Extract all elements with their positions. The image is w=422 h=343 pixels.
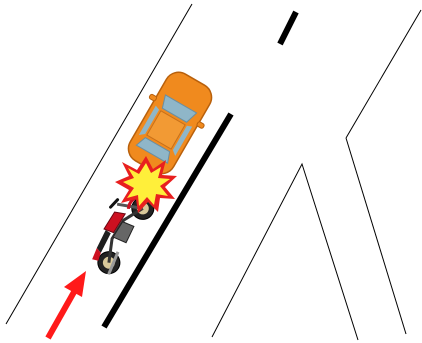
motorcycle-tank bbox=[103, 211, 127, 234]
left-road-edge bbox=[5, 3, 193, 325]
car-window-left bbox=[138, 105, 160, 136]
motorcycle-exhaust bbox=[107, 251, 120, 275]
arrow-shaft bbox=[45, 290, 77, 340]
motorcycle-engine bbox=[112, 221, 135, 244]
car-mirror-left bbox=[148, 93, 157, 102]
car-windshield-front bbox=[161, 94, 198, 123]
car-roof bbox=[146, 110, 186, 150]
car-window-rear bbox=[135, 137, 171, 164]
motorcycle-tail bbox=[92, 248, 101, 261]
arrow-head bbox=[64, 271, 86, 297]
car-window-right bbox=[172, 125, 193, 157]
broken-center-line-segment bbox=[277, 10, 299, 46]
collision-burst-icon bbox=[115, 156, 177, 213]
road-edge-lines bbox=[5, 3, 422, 335]
burst-inner bbox=[123, 163, 170, 206]
car-mirror-right bbox=[196, 121, 205, 129]
motorcycle-seat bbox=[96, 230, 111, 253]
solid-lane-divider bbox=[101, 112, 234, 329]
motorcycle-handlebar bbox=[109, 198, 120, 209]
road-junction-branch bbox=[211, 162, 359, 341]
right-road-edge-lower bbox=[345, 137, 407, 335]
car-icon bbox=[127, 71, 213, 175]
arrow-up-icon bbox=[45, 271, 86, 340]
right-road-edge-upper bbox=[345, 9, 422, 139]
